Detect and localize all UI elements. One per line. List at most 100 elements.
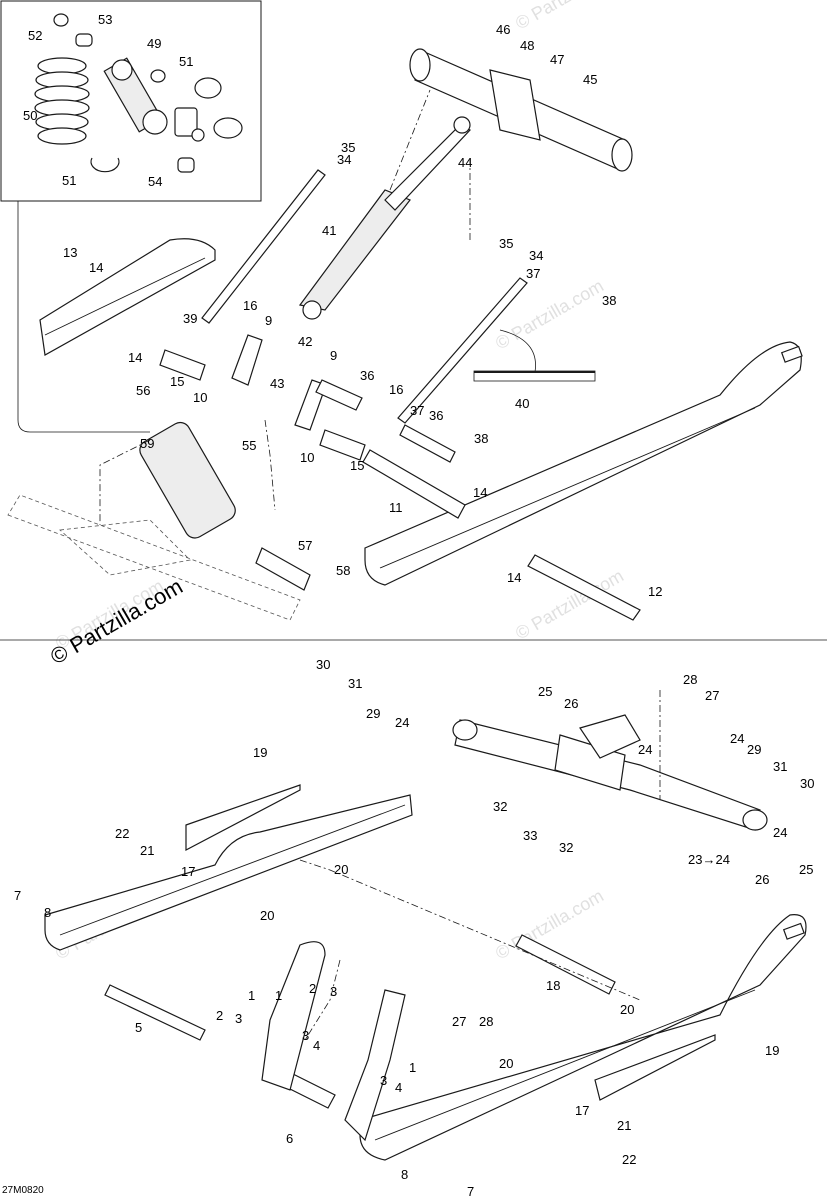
callout-number: 20 (499, 1056, 513, 1071)
left-rail-upper (39, 238, 216, 356)
callout-number: 2 (216, 1008, 223, 1023)
callout-number: 14 (507, 570, 521, 585)
callout-number: 6 (286, 1131, 293, 1146)
callout-number: 8 (44, 905, 51, 920)
callout-number: 51 (62, 173, 76, 188)
callout-number: 3 (380, 1073, 387, 1088)
callout-number: 1 (409, 1060, 416, 1075)
watermark: © Partzilla.com (512, 0, 627, 33)
callout-number: 26 (564, 696, 578, 711)
callout-number: 15 (170, 374, 184, 389)
callout-number: 34 (529, 248, 543, 263)
hose-clamp (213, 117, 243, 139)
callout-number: 26 (755, 872, 769, 887)
inset-shock-parts (34, 13, 243, 173)
spring-coil (34, 57, 90, 145)
callout-number: 42 (298, 334, 312, 349)
callout-number: 54 (148, 174, 162, 189)
callout-number: 19 (253, 745, 267, 760)
callout-number: 27 (705, 688, 719, 703)
callout-number: 45 (583, 72, 597, 87)
callout-number: 27 (452, 1014, 466, 1029)
callout-number: 22 (115, 826, 129, 841)
callout-number: 20 (620, 1002, 634, 1017)
callout-number: 57 (298, 538, 312, 553)
callout-labels: 1991010111213141414141515161634343535363… (14, 12, 814, 1199)
callout-number: 38 (474, 431, 488, 446)
callout-number: 20 (334, 862, 348, 877)
callout-number: 10 (193, 390, 207, 405)
callout-number: 30 (316, 657, 330, 672)
callout-number: 28 (683, 672, 697, 687)
shock-eye (142, 109, 168, 135)
callout-number: 35 (499, 236, 513, 251)
callout-number: 16 (389, 382, 403, 397)
callout-number: 36 (360, 368, 374, 383)
callout-number: 48 (520, 38, 534, 53)
cross-shafts (159, 349, 641, 621)
callout-number: 7 (467, 1184, 474, 1199)
callout-number: 56 (136, 383, 150, 398)
callout-number: 43 (270, 376, 284, 391)
right-rail-lower (359, 914, 807, 1161)
callout-number: 58 (336, 563, 350, 578)
callout-number: 34 (337, 152, 351, 167)
callout-number: 29 (747, 742, 761, 757)
callout-number: 24 (395, 715, 409, 730)
callout-number: 20 (260, 908, 274, 923)
callout-number: 59 (140, 436, 154, 451)
front-arm-upper (409, 48, 633, 172)
callout-number: 9 (265, 313, 272, 328)
callout-number: 37 (410, 403, 424, 418)
callout-number: 9 (330, 348, 337, 363)
callout-number: 51 (179, 54, 193, 69)
retaining-clip (90, 157, 120, 173)
drawing-code: 27M0820 (2, 1185, 44, 1196)
callout-number: 18 (546, 978, 560, 993)
shock-reservoir (174, 107, 198, 137)
callout-number: 16 (243, 298, 257, 313)
callout-number: 46 (496, 22, 510, 37)
inset-frame (0, 0, 262, 202)
callout-number: 25 (799, 862, 813, 877)
link-rods (201, 169, 528, 424)
callout-number: 24 (638, 742, 652, 757)
callout-number: 1 (275, 988, 282, 1003)
callout-number: 13 (63, 245, 77, 260)
callout-number: 55 (242, 438, 256, 453)
nut (150, 69, 166, 83)
warning-decal (473, 370, 596, 382)
callout-number: 31 (348, 676, 362, 691)
lower-center-lines (299, 690, 661, 1041)
callout-number: 31 (773, 759, 787, 774)
bushing (75, 33, 93, 47)
callout-number: 37 (526, 266, 540, 281)
callout-number: 39 (183, 311, 197, 326)
callout-number: 52 (28, 28, 42, 43)
callout-number: 32 (493, 799, 507, 814)
callout-number: 17 (181, 864, 195, 879)
right-rail-upper (364, 341, 803, 586)
callout-number: 2 (309, 981, 316, 996)
callout-number: 4 (395, 1080, 402, 1095)
callout-number: 14 (89, 260, 103, 275)
bushing (177, 157, 195, 173)
callout-number: 11 (389, 500, 403, 515)
callout-number: 14 (473, 485, 487, 500)
callout-number: 8 (401, 1167, 408, 1182)
callout-number: 32 (559, 840, 573, 855)
callout-number: 30 (800, 776, 814, 791)
nut (53, 13, 69, 27)
callout-number: 1 (248, 988, 255, 1003)
front-arms-lower (261, 941, 406, 1142)
callout-number: 24 (773, 825, 787, 840)
callout-number: 4 (313, 1038, 320, 1053)
callout-number: 47 (550, 52, 564, 67)
hose-clamp (194, 77, 222, 99)
callout-number: 33 (523, 828, 537, 843)
callout-number: 14 (128, 350, 142, 365)
callout-number: 3 (302, 1028, 309, 1043)
callout-number: 7 (14, 888, 21, 903)
